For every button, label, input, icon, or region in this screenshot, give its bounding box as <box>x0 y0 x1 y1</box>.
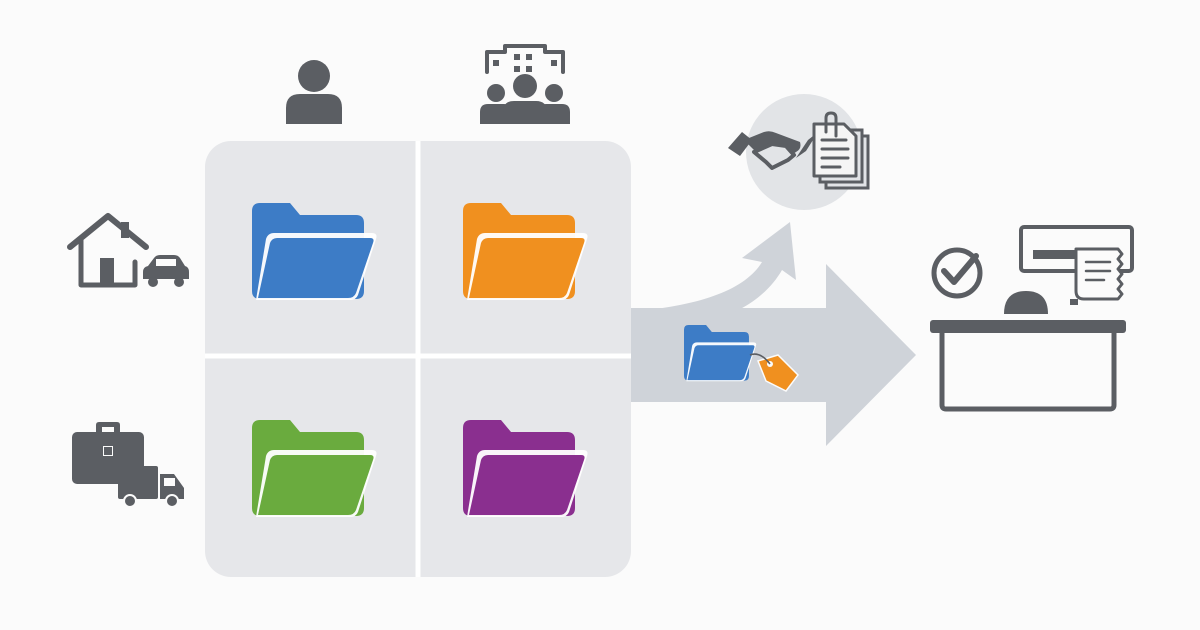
briefcase-truck-icon <box>72 422 184 508</box>
folder-top-right[interactable] <box>463 203 588 300</box>
service-counter-icon <box>930 291 1126 412</box>
partnership-bubble <box>728 94 870 210</box>
person-icon <box>286 60 342 124</box>
folder-icon <box>252 420 377 517</box>
price-tag-icon <box>749 353 799 392</box>
column-header-business <box>480 44 570 124</box>
checkmark-icon <box>931 247 983 299</box>
folder-icon <box>463 203 588 300</box>
service-counter <box>930 225 1134 412</box>
business-team-icon <box>480 44 570 124</box>
house-car-icon <box>67 213 189 288</box>
folder-icon <box>252 203 377 300</box>
handshake-icon <box>728 131 818 170</box>
tagged-folder <box>684 325 799 392</box>
folder-bottom-right[interactable] <box>463 420 588 517</box>
folder-icon <box>463 420 588 517</box>
branch-arrow <box>628 222 796 336</box>
folder-bottom-left[interactable] <box>252 420 377 517</box>
row-header-personal-assets <box>67 213 189 288</box>
row-header-business-assets <box>72 422 184 508</box>
flow-arrows <box>628 222 916 446</box>
receipt-printer-icon <box>1019 225 1134 305</box>
folder-top-left[interactable] <box>252 203 377 300</box>
clipped-documents-icon <box>812 111 870 190</box>
column-header-individual <box>286 60 342 124</box>
main-arrow <box>628 264 916 446</box>
folder-icon <box>684 325 757 382</box>
